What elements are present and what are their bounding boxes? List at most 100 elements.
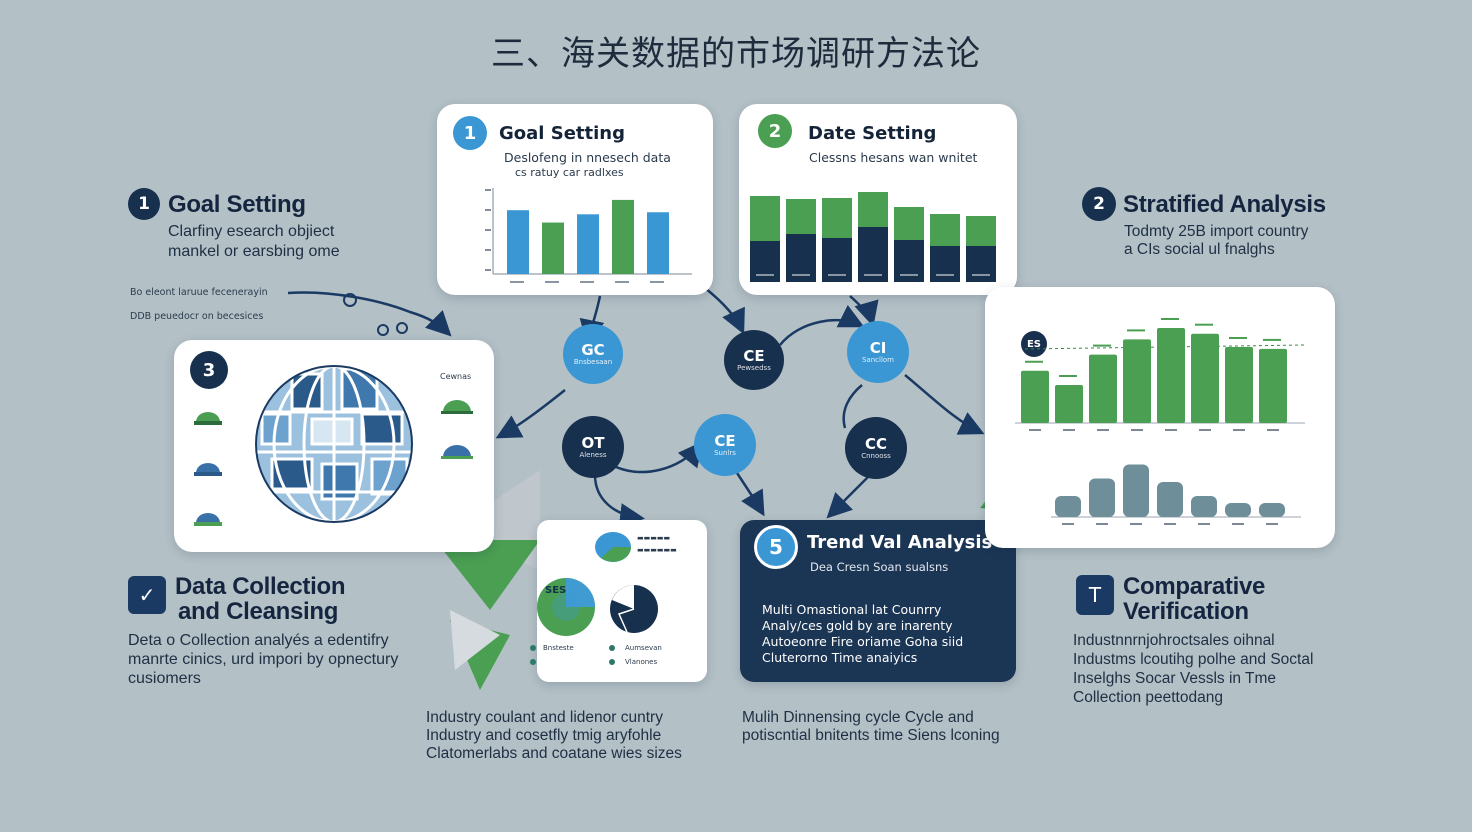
- globe-icon: [255, 365, 413, 523]
- page-title: 三、海关数据的市场调研方法论: [491, 34, 981, 74]
- date-bar-green: [930, 214, 960, 246]
- right-green-bar: [1157, 328, 1185, 423]
- data-collection-line-2: manrte cinics, urd impori by opnectury: [128, 651, 399, 668]
- goal-setting-subtitle-2: cs ratuy car radlxes: [515, 166, 624, 179]
- folded-paper-decoration: [435, 470, 540, 690]
- date-bar-tick: [792, 274, 810, 276]
- trend-title: Trend Val Analysis: [807, 532, 993, 553]
- right-grey-tick: [1232, 523, 1244, 525]
- stratified-line-1: Todmty 25B import country: [1124, 223, 1309, 240]
- pie-legend-dot-2: [530, 659, 536, 665]
- right-green-tick: [1267, 429, 1279, 431]
- right-green-bar: [1021, 370, 1049, 423]
- pie-legend-dot-4: [609, 659, 615, 665]
- arrow-cc-to-trend: [826, 474, 871, 519]
- data-collection-title-1: Data Collection: [175, 573, 346, 600]
- right-grey-bar: [1259, 503, 1285, 517]
- pie-center-label: SES: [545, 585, 567, 596]
- right-green-bar: [1191, 333, 1219, 423]
- data-collection-title-2: and Cleansing: [178, 598, 339, 625]
- date-bar-tick: [900, 274, 918, 276]
- pie-legend-top-2: ▬▬▬▬▬▬: [637, 546, 677, 554]
- pie-legend-dot-1: [530, 645, 536, 651]
- left-note-1: Bo eleont laruue fecenerayin: [130, 287, 268, 298]
- bottom-mid-line-2: Industry and cosetfly tmig aryfohle: [426, 727, 662, 744]
- arrow-notes-to-globe: [287, 291, 452, 337]
- right-green-label: [1059, 375, 1077, 377]
- comparative-line-3: Inselghs Socar Vessls in Tme: [1073, 670, 1277, 687]
- date-setting-subtitle: Clessns hesans wan wnitet: [809, 150, 978, 165]
- pie-legend-1: Bnsteste: [543, 644, 574, 652]
- right-green-label: [1161, 318, 1179, 320]
- goal-bar: [542, 222, 564, 274]
- comparative-line-2: Industms lcoutihg polhe and Soctal: [1073, 651, 1314, 668]
- date-bar-tick: [828, 274, 846, 276]
- trend-analysis-card[interactable]: 5 Trend Val Analysis Dea Cresn Soan sual…: [740, 520, 1016, 682]
- date-bar-green: [750, 196, 780, 241]
- bottom-mid-line-3: Clatomerlabs and coatane wies sizes: [426, 745, 682, 762]
- step-1-badge: 1: [453, 116, 487, 150]
- comparative-icon: T: [1076, 575, 1114, 615]
- green-pie-chart: [537, 578, 595, 636]
- goal-setting-card[interactable]: 1 Goal Setting Deslofeng in nnesech data…: [437, 104, 713, 295]
- trend-line-1: Multi Omastional lat Counrry: [762, 602, 942, 617]
- left-step-1-badge: 1: [128, 188, 160, 220]
- globe-card[interactable]: 3 Cewnas: [174, 340, 494, 552]
- right-grey-bar: [1157, 482, 1183, 517]
- arrow-center-to-right: [779, 304, 865, 346]
- right-green-tick: [1165, 429, 1177, 431]
- left-note-2: DDB peuedocr on becesices: [130, 311, 264, 322]
- goal-bar: [647, 212, 669, 274]
- navy-pie-chart: [610, 585, 658, 633]
- date-bar-tick: [756, 274, 774, 276]
- right-green-tick: [1233, 429, 1245, 431]
- right-green-tick: [1097, 429, 1109, 431]
- bottom-right-line-2: potiscntial bnitents time Siens lconing: [742, 727, 1000, 744]
- comparative-title-1: Comparative: [1123, 573, 1266, 600]
- data-collection-line-1: Deta o Collection analyés a edentifry: [128, 632, 389, 649]
- pie-chart-card[interactable]: ▬▬▬▬▬ ▬▬▬▬▬▬ SES Bnsteste Aumsevan Vlano…: [530, 520, 707, 682]
- date-setting-card[interactable]: 2 Date Setting Clessns hesans wan wnitet: [739, 104, 1017, 295]
- right-grey-bar: [1123, 464, 1149, 517]
- right-grey-tick: [1198, 523, 1210, 525]
- right-chart-card[interactable]: ES: [985, 287, 1335, 548]
- goal-setting-subtitle-1: Deslofeng in nnesech data: [504, 150, 671, 165]
- goal-x-tick-label: [580, 281, 594, 283]
- pie-legend-dot-3: [609, 645, 615, 651]
- step-2-badge: 2: [758, 114, 792, 148]
- right-green-label: [1263, 338, 1281, 341]
- right-grey-bar: [1089, 478, 1115, 517]
- arrow-goal-to-center: [704, 287, 745, 335]
- right-step-2-badge: 2: [1082, 187, 1116, 221]
- check-icon: ✓: [128, 576, 166, 614]
- pie-legend-2: Aumsevan: [625, 644, 662, 652]
- date-bar-green: [858, 192, 888, 227]
- arrow-ot-to-ce: [611, 441, 704, 474]
- right-grey-tick: [1266, 523, 1278, 525]
- date-bar-green: [786, 199, 816, 234]
- arrow-bubble-to-chart: [904, 374, 985, 435]
- right-grey-tick: [1164, 523, 1176, 525]
- date-bar-green: [822, 198, 852, 238]
- trend-line-3: Autoeonre Fire oriame Goha siid: [762, 634, 964, 649]
- right-map-icons: [441, 400, 473, 459]
- arrow-bubble-to-globe: [495, 389, 566, 439]
- trend-subtitle: Dea Cresn Soan sualsns: [810, 560, 949, 574]
- right-green-label: [1195, 323, 1213, 326]
- step-5-badge: 5: [754, 525, 798, 569]
- right-green-bar: [1123, 339, 1151, 423]
- stratified-line-2: a CIs social ul fnalghs: [1124, 241, 1275, 258]
- comparative-line-4: Collection peettodang: [1073, 689, 1223, 706]
- arrow-date-to-bubble: [849, 295, 879, 327]
- goal-bar-chart: [485, 188, 692, 283]
- globe-label-right: Cewnas: [440, 372, 472, 381]
- date-bar-tick: [972, 274, 990, 276]
- goal-x-tick-label: [650, 281, 664, 283]
